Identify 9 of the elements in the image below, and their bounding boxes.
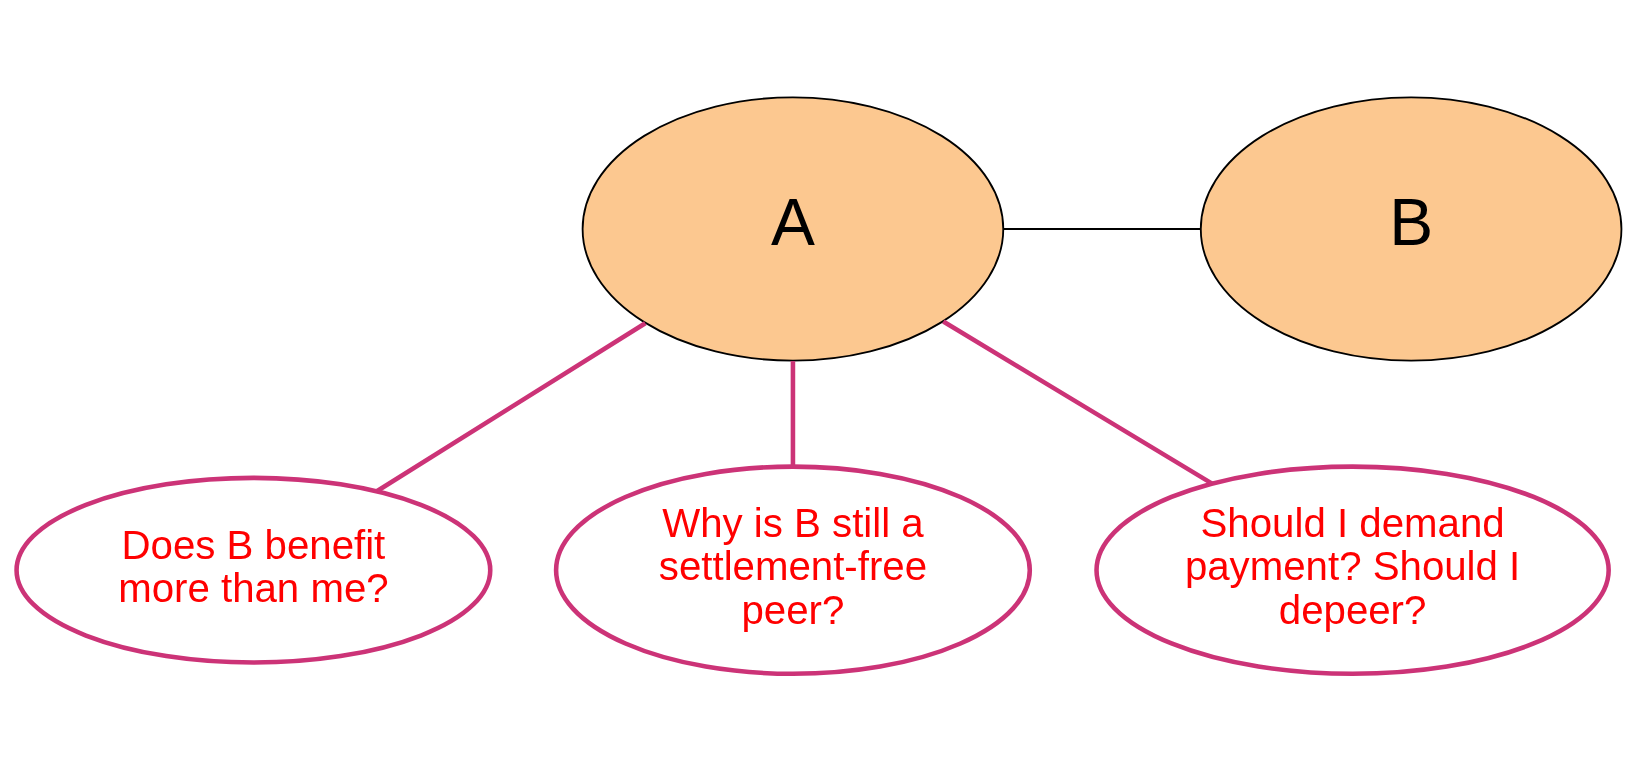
- connector: [790, 361, 796, 467]
- connector: [1002, 228, 1202, 230]
- connector: [375, 321, 647, 493]
- node-ellipse: Does B benefit more than me?: [14, 475, 493, 665]
- node-ellipse: Why is B still a settlement-free peer?: [553, 464, 1033, 677]
- connector: [942, 319, 1214, 486]
- node-ellipse: B: [1199, 96, 1623, 362]
- node-ellipse: A: [581, 96, 1005, 362]
- node-ellipse: Should I demand payment? Should I depeer?: [1094, 464, 1611, 677]
